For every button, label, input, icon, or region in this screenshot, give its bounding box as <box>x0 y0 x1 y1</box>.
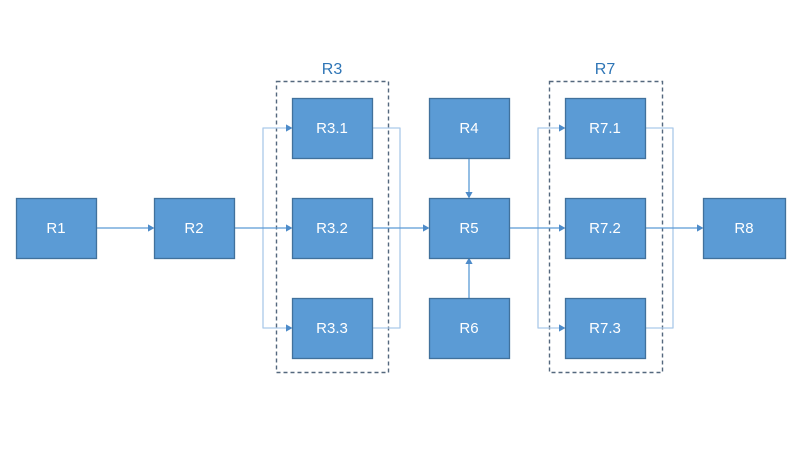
connector-R3.1-merge-line <box>372 127 401 228</box>
connector-R5-to-R7.1 <box>537 124 566 228</box>
node-R2-box <box>153 197 236 260</box>
node-R3-1: R3.1 <box>291 97 374 160</box>
connector-R3.3-merge <box>372 228 401 329</box>
arrowhead-R2-to-R3.2-icon <box>286 224 293 232</box>
node-R6-box <box>428 297 511 360</box>
node-R8-label: R8 <box>734 220 753 237</box>
connector-R3.3-merge-line <box>372 228 401 329</box>
node-R3-3-box <box>291 297 374 360</box>
connector-R7.3-merge <box>645 228 674 329</box>
connector-R5-to-R7.2 <box>509 224 566 232</box>
node-R8: R8 <box>702 197 787 260</box>
node-R1: R1 <box>15 197 98 260</box>
connector-R3.2-to-R5 <box>372 224 430 232</box>
connector-R2-to-R3.1-line <box>262 127 286 228</box>
node-R6-label: R6 <box>459 320 478 337</box>
node-R6: R6 <box>428 297 511 360</box>
node-R3-1-box <box>291 97 374 160</box>
node-R5-label: R5 <box>459 220 478 237</box>
connector-R5-to-R7.3 <box>537 228 566 332</box>
node-R4-box <box>428 97 511 160</box>
node-R7-3: R7.3 <box>564 297 647 360</box>
group-R7: R7 <box>548 61 664 374</box>
node-R2-label: R2 <box>184 220 203 237</box>
connector-R5-to-R7.3-line <box>537 228 559 329</box>
node-R4-label: R4 <box>459 120 478 137</box>
connector-R2-to-R3.1 <box>262 124 293 228</box>
connector-R2-to-R3.3 <box>262 228 293 332</box>
node-R2: R2 <box>153 197 236 260</box>
group-R3-label: R3 <box>322 61 343 78</box>
arrowhead-R7.2-to-R8-icon <box>697 224 704 232</box>
node-R5: R5 <box>428 197 511 260</box>
node-R7-2: R7.2 <box>564 197 647 260</box>
arrowhead-R4-to-R5-icon <box>465 192 473 199</box>
arrowhead-R1-to-R2-icon <box>148 224 155 232</box>
node-R7-1-box <box>564 97 647 160</box>
group-R3-dashed-border <box>275 80 390 374</box>
connector-R7.1-merge <box>645 127 674 228</box>
node-R3-2-label: R3.2 <box>316 220 348 237</box>
node-R1-box <box>15 197 98 260</box>
connector-R3.1-merge <box>372 127 401 228</box>
connector-R7.3-merge-line <box>645 228 674 329</box>
connector-R7.1-merge-line <box>645 127 674 228</box>
node-R3-3: R3.3 <box>291 297 374 360</box>
node-R7-3-box <box>564 297 647 360</box>
group-R7-label: R7 <box>595 61 616 78</box>
connector-R1-to-R2 <box>97 224 155 232</box>
node-R1-label: R1 <box>46 220 65 237</box>
node-R8-box <box>702 197 787 260</box>
node-R3-2-box <box>291 197 374 260</box>
connector-R5-to-R7.1-line <box>537 127 559 228</box>
connector-R4-to-R5 <box>465 158 473 199</box>
arrowhead-R5-to-R7.2-icon <box>559 224 566 232</box>
arrowhead-R5-to-R7.3-icon <box>559 324 566 332</box>
node-R7-2-box <box>564 197 647 260</box>
node-R7-1: R7.1 <box>564 97 647 160</box>
arrowhead-R2-to-R3.3-icon <box>286 324 293 332</box>
node-R4: R4 <box>428 97 511 160</box>
group-R7-dashed-border <box>548 80 664 374</box>
connector-R6-to-R5 <box>465 257 473 298</box>
node-R3-1-label: R3.1 <box>316 120 348 137</box>
node-R5-box <box>428 197 511 260</box>
node-R7-3-label: R7.3 <box>589 320 621 337</box>
arrowhead-R5-to-R7.1-icon <box>559 124 566 132</box>
connector-R2-to-R3.2 <box>234 224 293 232</box>
arrowhead-R3.2-to-R5-icon <box>423 224 430 232</box>
connector-R2-to-R3.3-line <box>262 228 286 329</box>
group-R3: R3 <box>275 61 390 374</box>
node-R7-1-label: R7.1 <box>589 120 621 137</box>
node-R3-3-label: R3.3 <box>316 320 348 337</box>
node-R7-2-label: R7.2 <box>589 220 621 237</box>
node-R3-2: R3.2 <box>291 197 374 260</box>
connector-R7.2-to-R8 <box>645 224 704 232</box>
arrowhead-R6-to-R5-icon <box>465 257 473 264</box>
arrowhead-R2-to-R3.1-icon <box>286 124 293 132</box>
